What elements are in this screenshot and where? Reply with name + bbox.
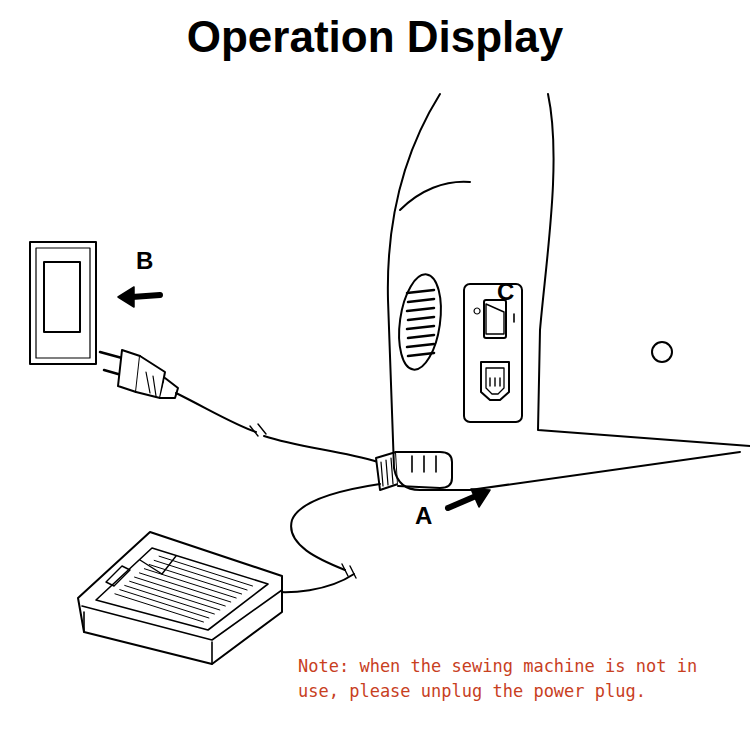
wall-outlet — [30, 242, 96, 364]
power-switch — [484, 300, 506, 338]
pedal-rib — [125, 585, 215, 614]
vent-slot — [408, 353, 434, 356]
cord-connector — [376, 452, 452, 490]
vent-slot — [407, 344, 434, 347]
vent-slot — [408, 299, 434, 302]
vent-slot — [408, 317, 434, 320]
pedal-rib — [139, 573, 230, 602]
pedal-rib — [149, 565, 241, 594]
pedal-rib — [120, 590, 209, 618]
power-cord — [176, 393, 256, 432]
pedal-rib — [130, 581, 220, 610]
vent-slot — [408, 335, 434, 338]
note-text: Note: when the sewing machine is not in … — [298, 654, 746, 704]
power-plug — [100, 350, 178, 398]
pedal-rib — [135, 577, 226, 606]
direction-arrow — [448, 496, 476, 508]
power-socket — [481, 362, 509, 400]
part-label: A — [415, 502, 432, 530]
vent-slot — [407, 290, 434, 293]
direction-arrow — [132, 295, 160, 297]
part-label: C — [497, 278, 514, 306]
pedal-rib — [154, 560, 247, 590]
machine-body — [388, 94, 750, 490]
foot-pedal — [78, 532, 282, 664]
pedal-rib — [144, 569, 236, 598]
pedal-rib — [159, 556, 252, 586]
pedal-ribs — [115, 556, 253, 622]
title: Operation Display — [0, 12, 750, 62]
pedal-cord — [291, 484, 380, 570]
part-label: B — [136, 247, 153, 275]
vent-slot — [407, 308, 434, 311]
pedal-rib — [115, 594, 204, 622]
vent-slot — [407, 326, 434, 329]
